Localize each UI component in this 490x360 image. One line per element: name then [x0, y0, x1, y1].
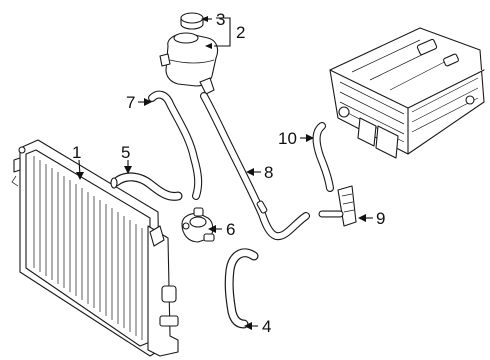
callout-1: 1 — [72, 143, 84, 180]
callout-label-6: 6 — [226, 220, 235, 239]
inlet-hose — [110, 172, 183, 201]
long-coolant-hose — [200, 92, 310, 241]
callout-label-4: 4 — [262, 317, 271, 336]
callout-3: 3 — [201, 10, 225, 29]
callout-label-10: 10 — [278, 129, 297, 148]
reservoir-cap — [180, 12, 204, 30]
reservoir-hose — [148, 90, 203, 200]
reservoir-tank — [159, 32, 219, 95]
radiator-fins — [33, 156, 143, 340]
callout-10: 10 — [278, 129, 314, 148]
callout-4: 4 — [244, 317, 271, 336]
callout-label-1: 1 — [72, 143, 81, 162]
water-pump — [181, 207, 215, 243]
callout-5: 5 — [121, 143, 132, 174]
callout-7: 7 — [126, 93, 152, 112]
callout-2: 2 — [205, 17, 245, 49]
hose-connector — [318, 185, 357, 227]
callout-8: 8 — [246, 163, 273, 182]
radiator — [11, 139, 179, 357]
callout-label-7: 7 — [126, 93, 135, 112]
lower-hose — [224, 248, 259, 329]
inverter-assembly — [329, 27, 485, 159]
callout-label-3: 3 — [216, 10, 225, 29]
callout-label-5: 5 — [121, 143, 130, 162]
callout-label-9: 9 — [376, 209, 385, 228]
inverter-hose — [312, 122, 334, 192]
callout-label-8: 8 — [264, 163, 273, 182]
callout-label-2: 2 — [236, 23, 245, 42]
callout-9: 9 — [358, 209, 385, 228]
callout-6: 6 — [208, 220, 235, 239]
